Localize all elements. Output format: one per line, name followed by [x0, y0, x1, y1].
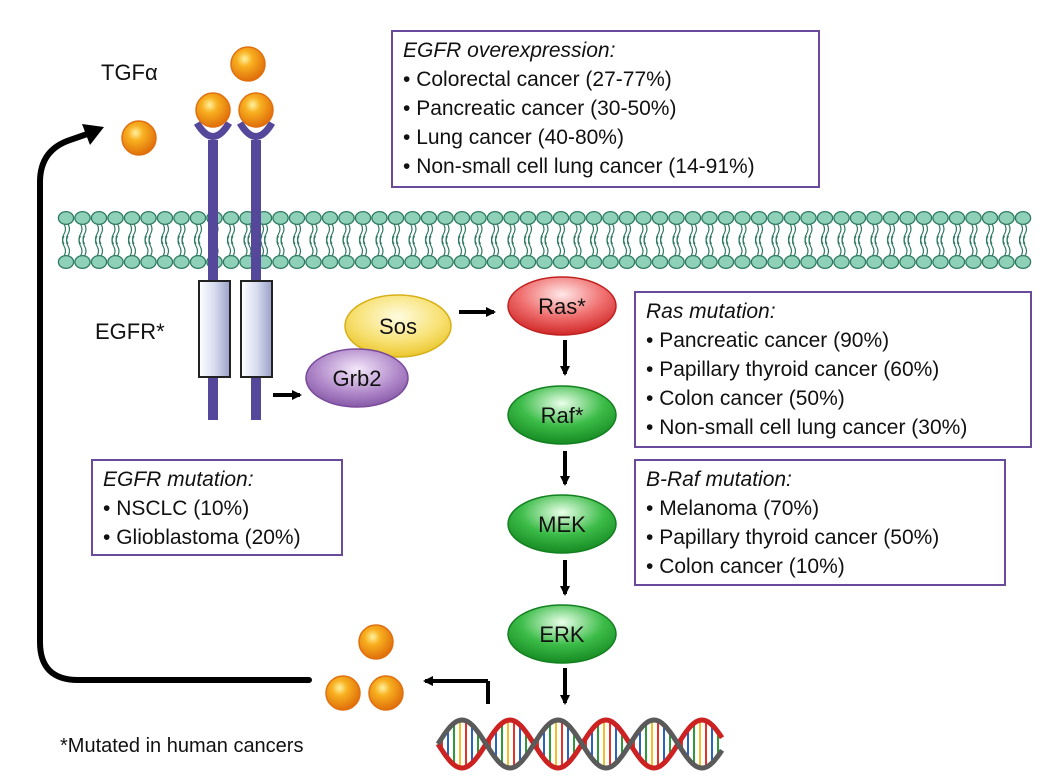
node-grb2-label: Grb2 — [333, 366, 382, 391]
ras-mutation-box: Ras mutation: Pancreatic cancer (90%) Pa… — [634, 291, 1032, 448]
node-grb2: Grb2 — [305, 348, 409, 408]
list-item: Lung cancer (40-80%) — [403, 123, 808, 152]
node-ras: Ras* — [507, 276, 617, 336]
node-mek-label: MEK — [538, 512, 586, 537]
ras-mutation-title: Ras mutation: — [646, 300, 776, 323]
egfr-mutation-box: EGFR mutation: NSCLC (10%) Glioblastoma … — [91, 459, 343, 556]
node-sos-label: Sos — [379, 314, 417, 339]
list-item: Glioblastoma (20%) — [103, 523, 331, 552]
egfr-overexpression-title: EGFR overexpression: — [403, 39, 616, 62]
node-raf: Raf* — [507, 385, 617, 445]
list-item: Colon cancer (50%) — [646, 384, 1020, 413]
egfr-label: EGFR* — [95, 319, 165, 344]
list-item: Non-small cell lung cancer (30%) — [646, 413, 1020, 442]
node-ras-label: Ras* — [538, 294, 586, 319]
tgf-alpha-label: TGFα — [101, 60, 158, 85]
egfr-mutation-title: EGFR mutation: — [103, 468, 254, 491]
list-item: Melanoma (70%) — [646, 494, 994, 523]
node-sos: Sos — [344, 294, 452, 358]
footnote: *Mutated in human cancers — [60, 735, 304, 757]
autocrine-loop-arrow — [37, 129, 312, 683]
node-erk: ERK — [507, 604, 617, 664]
dna-helix — [435, 717, 725, 771]
list-item: Colon cancer (10%) — [646, 552, 994, 581]
list-item: NSCLC (10%) — [103, 494, 331, 523]
list-item: Papillary thyroid cancer (50%) — [646, 523, 994, 552]
list-item: Papillary thyroid cancer (60%) — [646, 355, 1020, 384]
node-raf-label: Raf* — [541, 403, 584, 428]
ligand-expression-arrow — [423, 676, 490, 704]
tgf-alpha-ligands — [121, 46, 404, 711]
list-item: Pancreatic cancer (30-50%) — [403, 94, 808, 123]
cell-membrane — [57, 210, 1032, 270]
node-erk-label: ERK — [539, 622, 585, 647]
node-mek: MEK — [507, 494, 617, 554]
list-item: Pancreatic cancer (90%) — [646, 326, 1020, 355]
list-item: Non-small cell lung cancer (14-91%) — [403, 152, 808, 181]
egfr-receptor — [193, 121, 276, 420]
list-item: Colorectal cancer (27-77%) — [403, 65, 808, 94]
braf-mutation-title: B-Raf mutation: — [646, 468, 792, 491]
braf-mutation-box: B-Raf mutation: Melanoma (70%) Papillary… — [634, 459, 1006, 586]
pathway-arrows — [273, 307, 570, 705]
egfr-overexpression-box: EGFR overexpression: Colorectal cancer (… — [391, 30, 820, 188]
